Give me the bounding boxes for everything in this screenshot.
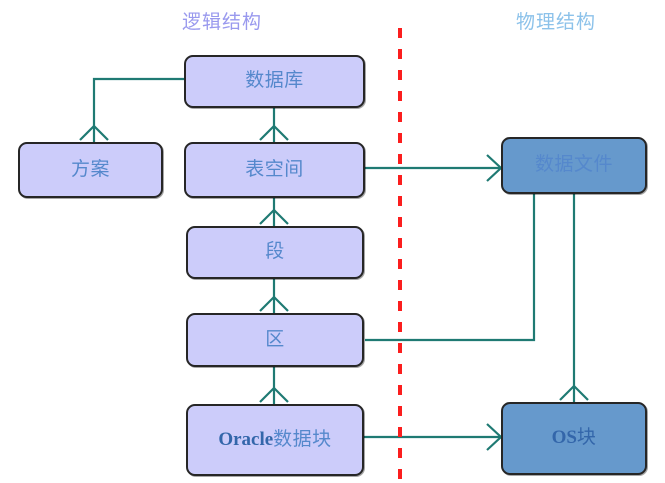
node-oracle-block-label-prefix: Oracle: [218, 428, 274, 450]
title-physical: 物理结构: [516, 12, 597, 33]
node-os-block-label-prefix: OS: [551, 427, 577, 449]
node-data-file[interactable]: 数据文件: [501, 137, 647, 194]
node-oracle-block[interactable]: Oracle数据块: [186, 404, 364, 476]
node-schema-label: 方案: [70, 158, 110, 180]
edge-tablespace-to-segment: [259, 198, 289, 226]
node-tablespace-label: 表空间: [245, 158, 304, 180]
node-extent-label: 区: [265, 328, 285, 350]
node-oracle-block-label-rest: 数据块: [273, 428, 332, 450]
node-os-block[interactable]: OS块: [501, 402, 647, 475]
node-segment[interactable]: 段: [186, 226, 364, 279]
edge-data-file-to-os-block: [559, 194, 589, 402]
edge-tablespace-to-data-file: [365, 154, 503, 182]
edge-oracle-block-to-os-block: [364, 423, 503, 451]
edge-segment-to-extent: [259, 279, 289, 313]
node-database[interactable]: 数据库: [184, 55, 365, 108]
edge-database-to-tablespace: [259, 108, 289, 142]
node-extent[interactable]: 区: [186, 313, 364, 367]
node-data-file-label: 数据文件: [534, 154, 613, 176]
edge-extent-to-oracle-block: [259, 367, 289, 404]
node-os-block-label-rest: 块: [576, 427, 597, 449]
edge-database-to-schema: [79, 77, 184, 142]
title-logical: 逻辑结构: [182, 12, 263, 33]
node-os-block-label: OS块: [551, 427, 597, 449]
node-schema[interactable]: 方案: [18, 142, 163, 198]
node-segment-label: 段: [265, 241, 285, 263]
edge-data-file-to-extent: [365, 194, 536, 342]
node-tablespace[interactable]: 表空间: [184, 142, 365, 198]
node-database-label: 数据库: [245, 70, 304, 92]
node-oracle-block-label: Oracle数据块: [218, 428, 332, 451]
